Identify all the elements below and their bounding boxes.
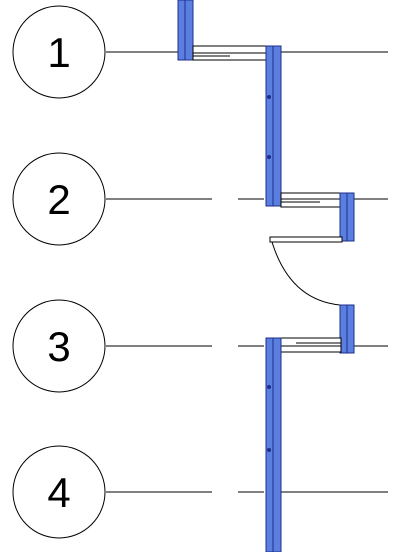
door-swing-arc: [271, 241, 341, 306]
wall-connector-3[interactable]: [280, 337, 342, 353]
walls[interactable]: [177, 0, 355, 552]
grid-bubble-label-4: 4: [47, 469, 70, 516]
wall-connector-2[interactable]: [280, 192, 342, 208]
grid-bubble-label-3: 3: [47, 323, 70, 370]
grid-bubble-3[interactable]: 3: [12, 299, 106, 393]
grid-bubble-2[interactable]: 2: [12, 152, 106, 246]
grid-bubble-4[interactable]: 4: [12, 445, 106, 539]
grid-bubble-1[interactable]: 1: [12, 5, 106, 99]
grid-lines: [106, 51, 388, 493]
door-leaf[interactable]: [269, 236, 343, 243]
grid-bubble-label-2: 2: [47, 176, 70, 223]
grid-bubble-label-1: 1: [47, 29, 70, 76]
